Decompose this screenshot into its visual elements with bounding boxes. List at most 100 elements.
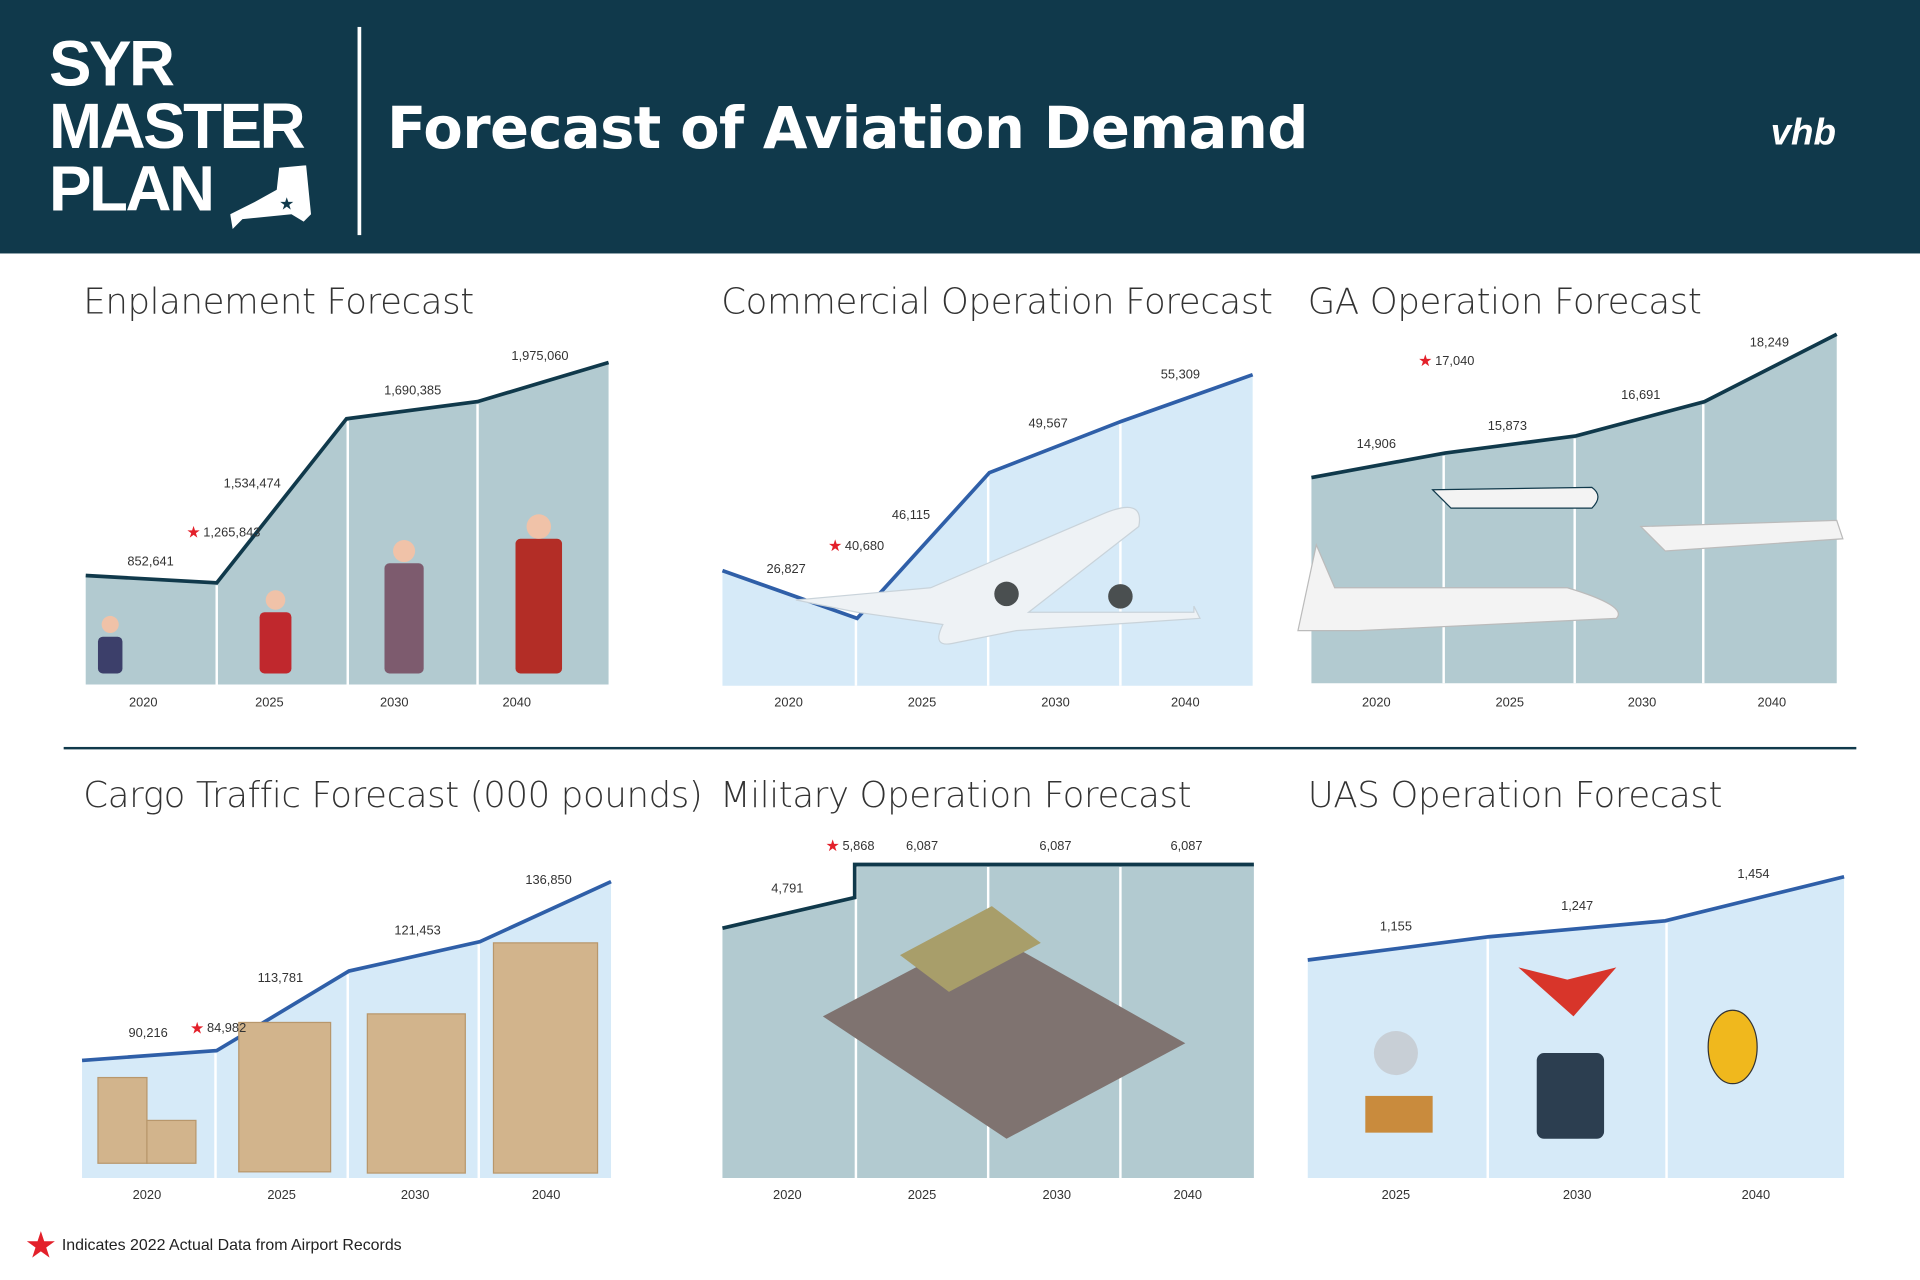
year-tick-label: 2040 [1171, 695, 1200, 710]
chart-0 [85, 360, 610, 685]
header-divider [357, 26, 362, 236]
star-icon: ★ [190, 1020, 204, 1037]
engine-icon [1108, 584, 1133, 609]
series-line [1307, 874, 1845, 962]
chart-title: UAS Operation Forecast [1307, 773, 1723, 816]
series-line [1311, 332, 1838, 480]
data-label: 6,087 [906, 838, 938, 853]
data-label: 46,115 [892, 507, 930, 522]
passenger-drone-icon [1707, 1009, 1758, 1085]
actual-2022-label: 84,982 [207, 1020, 246, 1035]
cargo-box-illustration [366, 1013, 466, 1174]
vhb-logo: vhb [1770, 112, 1836, 154]
delivery-drone-package [1365, 1095, 1433, 1133]
data-label: 136,850 [525, 872, 571, 887]
data-label: 1,975,060 [511, 348, 568, 363]
engine-icon [994, 581, 1019, 607]
logo-line: PLAN [48, 154, 215, 226]
year-tick-label: 2030 [1563, 1187, 1592, 1202]
year-tick-label: 2025 [1496, 695, 1525, 710]
year-tick-label: 2025 [1382, 1187, 1411, 1202]
military-base-illustration [822, 930, 1186, 1139]
page-title: Forecast of Aviation Demand [386, 95, 1309, 163]
year-tick-label: 2025 [255, 695, 284, 710]
chart-5 [1307, 874, 1845, 1178]
chart-labels: 852,6411,534,4741,690,3851,975,060★1,265… [127, 335, 1789, 1202]
data-label: 16,691 [1621, 387, 1660, 402]
star-icon: ★ [1418, 353, 1432, 370]
year-tick-label: 2025 [908, 1187, 937, 1202]
airplane-illustration [795, 506, 1201, 645]
traveler-illustration [384, 563, 424, 674]
logo-line: SYR [48, 29, 175, 101]
year-tick-label: 2025 [908, 695, 937, 710]
actual-2022-label: 40,680 [845, 538, 884, 553]
cargo-box-illustration [146, 1119, 197, 1164]
data-label: 49,567 [1029, 415, 1068, 430]
actual-2022-label: 17,040 [1435, 353, 1474, 368]
traveler-head [101, 615, 119, 634]
year-tick-label: 2040 [502, 695, 531, 710]
data-label: 1,247 [1561, 898, 1593, 913]
data-label: 1,690,385 [384, 382, 441, 397]
year-tick-label: 2030 [380, 695, 409, 710]
chart-0-labels: 852,641 1,534,474 1,690,385 1,975,060 ★1,265… [127, 348, 568, 710]
star-icon: ★ [186, 525, 200, 542]
year-tick-label: 2030 [1041, 695, 1070, 710]
data-label: 1,454 [1737, 866, 1769, 881]
delivery-drone-icon [1373, 1031, 1418, 1076]
small-plane-illustration [1431, 486, 1599, 509]
year-tick-label: 2040 [1173, 1187, 1202, 1202]
cargo-box-illustration [238, 1021, 332, 1173]
traveler-illustration [97, 636, 123, 674]
data-label: 14,906 [1357, 436, 1396, 451]
traveler-head [265, 590, 286, 610]
data-label: 1,534,474 [224, 475, 281, 490]
quadcopter-icon [1518, 967, 1617, 1017]
traveler-illustration [515, 538, 563, 674]
data-label: 852,641 [127, 554, 173, 569]
small-plane-illustration [1639, 519, 1844, 552]
chart-1 [721, 372, 1254, 686]
drone-controller-icon [1536, 1053, 1605, 1139]
star-icon: ★ [826, 838, 840, 855]
data-label: 55,309 [1161, 366, 1200, 381]
traveler-illustration [259, 612, 292, 674]
chart-title: Commercial Operation Forecast [721, 280, 1273, 323]
year-tick-label: 2020 [1362, 695, 1391, 710]
series-line [722, 862, 1254, 930]
chart-title: Cargo Traffic Forecast (000 pounds) [83, 773, 703, 816]
year-tick-label: 2020 [773, 1187, 802, 1202]
data-label: 6,087 [1039, 838, 1071, 853]
actual-2022-label: 1,265,843 [203, 524, 260, 539]
series-line [81, 879, 612, 1063]
chart-3 [81, 879, 612, 1178]
series-line [85, 360, 610, 585]
traveler-head [526, 514, 552, 539]
star-icon: ★ [24, 1225, 58, 1267]
header: SYR MASTER PLAN ★ Forecast of Aviation D… [0, 0, 1920, 254]
year-tick-label: 2020 [774, 695, 803, 710]
section-divider [63, 746, 1857, 750]
year-tick-label: 2030 [1628, 695, 1657, 710]
year-tick-label: 2020 [133, 1187, 162, 1202]
syr-master-plan-logo: SYR MASTER PLAN [48, 29, 306, 226]
illustrations [97, 486, 1844, 1174]
logo-line: MASTER [48, 91, 306, 163]
chart-title: GA Operation Forecast [1307, 280, 1702, 323]
year-tick-label: 2040 [1758, 695, 1787, 710]
data-label: 121,453 [394, 922, 440, 937]
traveler-head [393, 540, 416, 563]
cargo-box-illustration [492, 942, 599, 1174]
chart-title: Enplanement Forecast [83, 280, 474, 323]
data-label: 26,827 [766, 561, 805, 576]
year-tick-label: 2040 [532, 1187, 561, 1202]
data-label: 15,873 [1488, 418, 1527, 433]
data-label: 6,087 [1170, 838, 1202, 853]
